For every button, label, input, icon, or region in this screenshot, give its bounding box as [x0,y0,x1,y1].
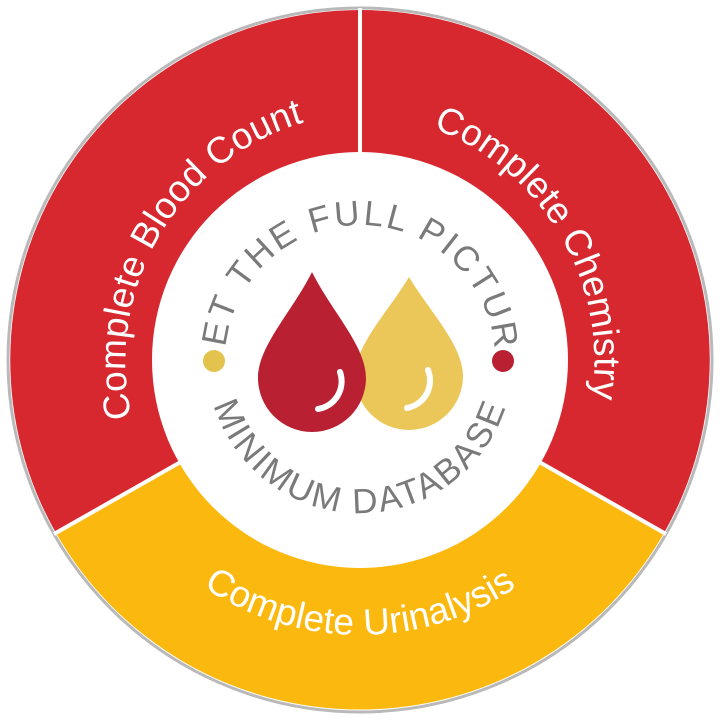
right-dot [492,350,514,372]
blood-drop-icon [258,272,366,432]
left-dot [203,350,225,372]
urine-drop-icon [355,277,463,430]
